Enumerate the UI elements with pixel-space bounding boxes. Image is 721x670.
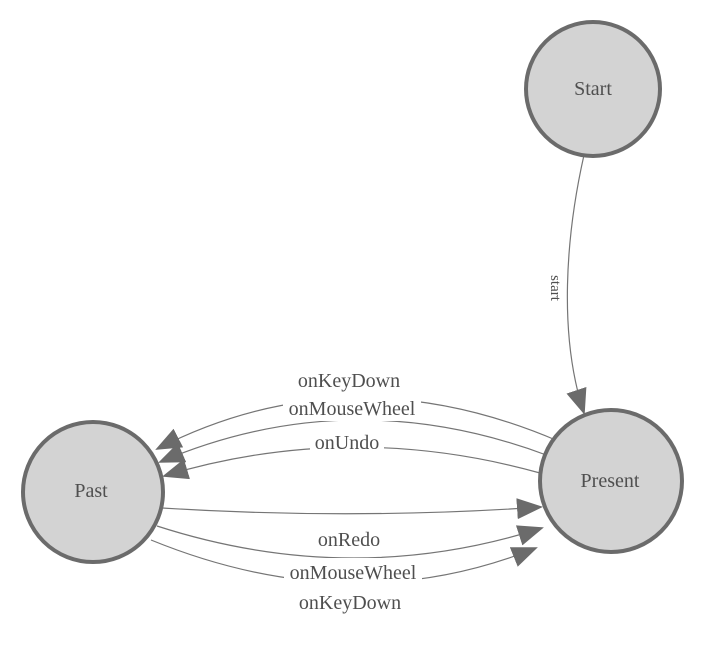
edge-label-bg [291, 590, 409, 615]
edge-label-text: onMouseWheel [289, 398, 416, 420]
edge-label-bg [548, 273, 564, 303]
state-circle[interactable] [21, 420, 165, 564]
edge-label-bg [290, 368, 408, 393]
state-circle[interactable] [538, 408, 684, 554]
edge-label-bg [310, 430, 384, 455]
state-node-start[interactable]: Start [524, 20, 662, 158]
edge-label-text: onUndo [315, 432, 379, 454]
edge-label-onmousewheel-up[interactable]: onMouseWheel [283, 396, 421, 421]
edge-label-text: onRedo [318, 529, 380, 551]
edge-label-onredo[interactable]: onRedo [313, 527, 385, 552]
edge-label-text: start [547, 275, 563, 302]
state-node-past[interactable]: Past [21, 420, 165, 564]
edge-label-bg [284, 558, 422, 584]
state-node-present[interactable]: Present [538, 408, 684, 554]
edge-label-onkeydown-up[interactable]: onKeyDown [290, 368, 408, 393]
transition-path-onredo[interactable] [161, 498, 543, 520]
transition-path-start[interactable] [566, 154, 587, 415]
edge-label-onundo[interactable]: onUndo [310, 430, 384, 455]
state-circle[interactable] [524, 20, 662, 158]
edge-label-bg [283, 396, 421, 421]
edge-label-text: onKeyDown [299, 592, 401, 614]
edge-label-onkeydown-down[interactable]: onKeyDown [291, 590, 409, 615]
edge-label-text: onKeyDown [298, 370, 400, 392]
edge-start-to-present[interactable] [566, 154, 587, 415]
edge-label-text: onMouseWheel [290, 562, 417, 584]
edge-label-start[interactable]: start [547, 273, 564, 303]
edge-past-to-present-onredo[interactable] [161, 498, 543, 520]
edge-label-onmousewheel-down[interactable]: onMouseWheel [284, 558, 422, 584]
edge-label-bg [313, 527, 385, 552]
